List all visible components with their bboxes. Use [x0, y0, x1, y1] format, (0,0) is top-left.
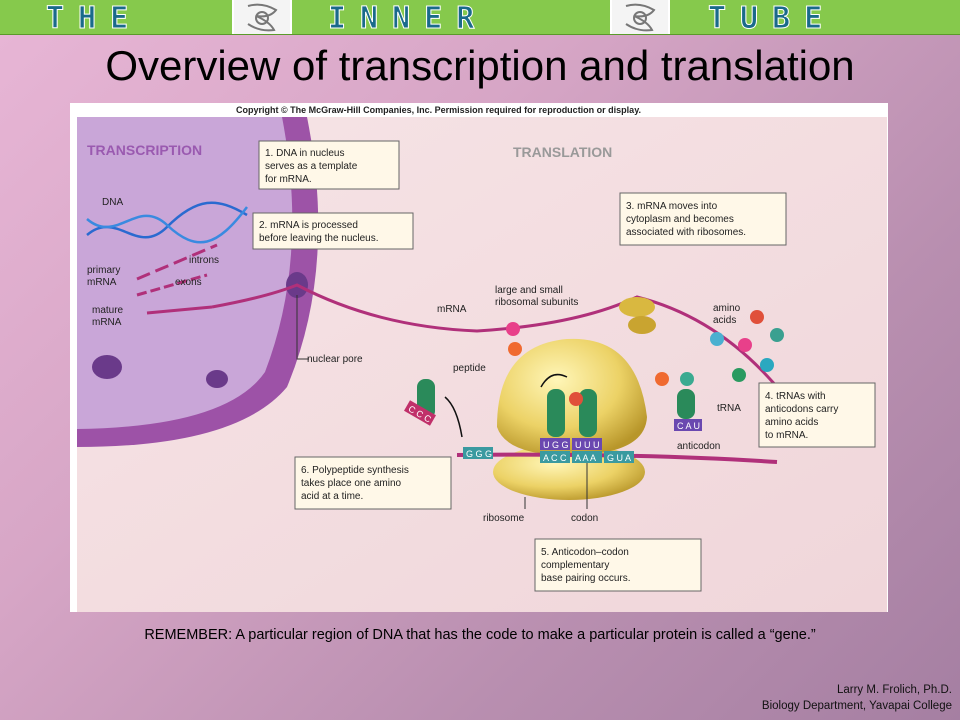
- step-box-3: 3. mRNA moves into cytoplasm and becomes…: [619, 192, 787, 246]
- header-banner: THE INNER TUBE: [0, 0, 960, 37]
- step-6-line-3: acid at a time.: [301, 491, 363, 502]
- copyright-notice: Copyright © The McGraw-Hill Companies, I…: [236, 105, 642, 115]
- mature-mrna-label-2: mRNA: [92, 317, 122, 328]
- nuclear-pore: [92, 355, 122, 379]
- dna-strand: [86, 206, 248, 244]
- codon-ggg: G G G: [466, 449, 492, 459]
- anticodon-label: anticodon: [677, 441, 720, 452]
- codon-label: codon: [571, 513, 598, 524]
- banner-word-the: THE: [45, 1, 143, 37]
- trna-anticodon-cau-text: C A U: [677, 421, 700, 431]
- subunits-label-2: ribosomal subunits: [495, 297, 578, 308]
- remember-note: REMEMBER: A particular region of DNA tha…: [144, 627, 816, 643]
- departure-arrow: [444, 396, 463, 438]
- peptide-amino-acid: [508, 342, 522, 356]
- intestine-icon: [232, 0, 292, 34]
- step-1-line-3: for mRNA.: [265, 174, 312, 185]
- codon-box: [463, 447, 493, 459]
- peptide-label: peptide: [453, 363, 486, 374]
- trna-label: tRNA: [717, 403, 741, 414]
- amino-acid: [680, 372, 694, 386]
- step-5-line-3: base pairing occurs.: [541, 573, 631, 584]
- anticodon-box: [572, 438, 602, 450]
- anticodon-box: [540, 438, 570, 450]
- step-3-line-3: associated with ribosomes.: [626, 227, 746, 238]
- step-5-line-2: complementary: [541, 560, 609, 571]
- step-1-line-1: 1. DNA in nucleus: [265, 148, 345, 159]
- mrna-strand: [211, 283, 779, 388]
- step-box-1: 1. DNA in nucleus serves as a template f…: [258, 140, 400, 190]
- codon-box: [604, 451, 634, 463]
- author-credit: Larry M. Frolich, Ph.D.: [836, 684, 952, 696]
- step-box-6: 6. Polypeptide synthesis takes place one…: [294, 456, 452, 510]
- translation-heading: TRANSLATION: [513, 144, 612, 160]
- incoming-trna: [677, 389, 695, 419]
- mrna-label: mRNA: [437, 304, 467, 315]
- banner-word-inner: INNER: [327, 1, 489, 37]
- step-box-4: 4. tRNAs with anticodons carry amino aci…: [758, 382, 876, 448]
- small-subunit: [619, 297, 655, 317]
- peptide-amino-acid: [506, 322, 520, 336]
- step-4-line-2: anticodons carry: [765, 404, 838, 415]
- step-2-line-2: before leaving the nucleus.: [259, 233, 379, 244]
- processed-mrna-strand: [136, 273, 208, 297]
- step-4-line-4: to mRNA.: [765, 430, 808, 441]
- primary-mrna-label-1: primary: [87, 265, 120, 276]
- step-6-line-2: takes place one amino: [301, 478, 402, 489]
- nuclear-pore-leader: [296, 295, 309, 360]
- exons-label: exons: [175, 277, 202, 288]
- primary-mrna-label-2: mRNA: [87, 277, 117, 288]
- step-4-line-3: amino acids: [765, 417, 818, 428]
- mature-mrna-label-1: mature: [92, 305, 124, 316]
- step-5-line-1: 5. Anticodon–codon: [541, 547, 629, 558]
- amino-acids-label-1: amino: [713, 303, 741, 314]
- nucleus-interior: [77, 117, 293, 429]
- step-3-line-1: 3. mRNA moves into: [626, 201, 718, 212]
- nuclear-pore-label: nuclear pore: [307, 354, 363, 365]
- primary-mrna-strand: [136, 243, 218, 281]
- step-3-line-2: cytoplasm and becomes: [626, 214, 734, 225]
- transcription-heading: TRANSCRIPTION: [87, 142, 202, 158]
- transcription-translation-figure: TRANSCRIPTION TRANSLATION DNA introns pr…: [77, 117, 887, 612]
- step-2-line-1: 2. mRNA is processed: [259, 220, 358, 231]
- nuclear-pore: [206, 370, 228, 388]
- step-box-2: 2. mRNA is processed before leaving the …: [252, 212, 414, 250]
- subunits-label-1: large and small: [495, 285, 563, 296]
- trna-in-ribosome: [579, 389, 597, 437]
- codon-box: [572, 451, 602, 463]
- amino-acids-label-2: acids: [713, 315, 736, 326]
- banner-word-tube: TUBE: [707, 1, 837, 37]
- step-box-5: 5. Anticodon–codon complementary base pa…: [534, 538, 702, 592]
- peptide-transfer-arrow: [540, 373, 568, 388]
- intestine-icon: [610, 0, 670, 34]
- codon-gua: G U A: [607, 453, 631, 463]
- large-subunit: [628, 316, 656, 334]
- amino-acid: [655, 372, 669, 386]
- amino-acid: [770, 328, 784, 342]
- ribosome-label: ribosome: [483, 513, 525, 524]
- amino-acid: [750, 310, 764, 324]
- codon-aaa: A A A: [575, 453, 596, 463]
- amino-acid: [710, 332, 724, 346]
- anticodon-uuu: U U U: [575, 440, 600, 450]
- slide-title: Overview of transcription and translatio…: [105, 42, 855, 89]
- incoming-amino-acid: [569, 392, 583, 406]
- mature-mrna-strand: [146, 305, 213, 315]
- step-1-line-2: serves as a template: [265, 161, 358, 172]
- department-credit: Biology Department, Yavapai College: [761, 700, 952, 712]
- dna-label: DNA: [102, 197, 123, 208]
- introns-label: introns: [189, 255, 219, 266]
- amino-acid: [738, 338, 752, 352]
- trna-anticodon-ccc: [404, 400, 436, 426]
- amino-acid: [732, 368, 746, 382]
- step-4-line-1: 4. tRNAs with: [765, 391, 826, 402]
- trna-in-ribosome: [547, 389, 565, 437]
- trna-anticodon-cau: [674, 419, 702, 431]
- step-6-line-1: 6. Polypeptide synthesis: [301, 465, 409, 476]
- anticodon-ugg: U G G: [543, 440, 569, 450]
- amino-acid: [760, 358, 774, 372]
- codon-acc: A C C: [543, 453, 567, 463]
- codon-box: [540, 451, 570, 463]
